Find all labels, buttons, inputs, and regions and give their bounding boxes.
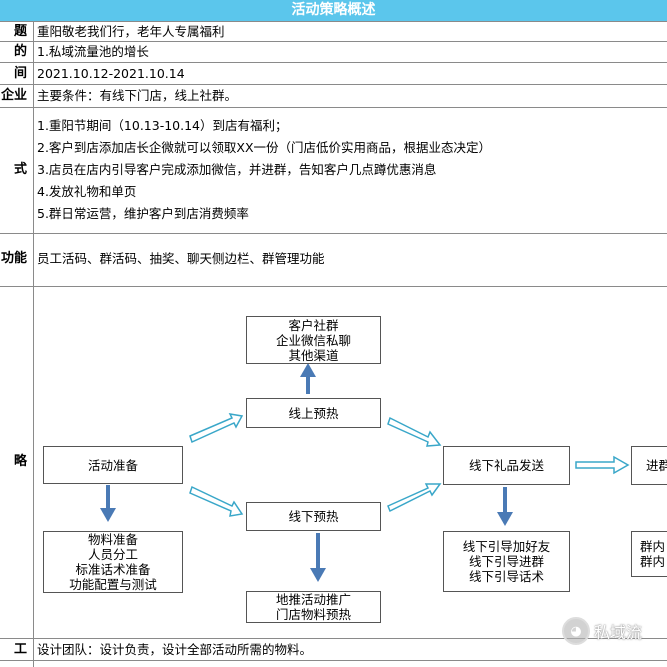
arrow-outline-icon (575, 455, 630, 475)
gift-delivery-box: 线下礼品发送 (443, 446, 570, 485)
customer-group-box: 客户社群 企业微信私聊 其他渠道 (246, 316, 381, 364)
group-ops-box: 群内 群内 (631, 531, 667, 577)
watermark-text: 私域流 (594, 623, 643, 642)
box-line: 物料准备 (87, 532, 138, 547)
row-label-method: 式 (13, 162, 27, 177)
box-line: 线下引导加好友 (462, 539, 551, 554)
box-line: 功能配置与测试 (69, 577, 157, 592)
box-line: 客户社群 (288, 317, 339, 333)
box-line: 人员分工 (87, 547, 138, 562)
offline-guide-box: 线下引导加好友 线下引导进群 线下引导话术 (443, 531, 570, 592)
offline-warmup-box: 线下预热 (246, 502, 381, 531)
staff-value: 设计团队：设计负责，设计全部活动所需的物料。 (37, 642, 313, 657)
arrow-outline-icon (387, 416, 442, 447)
method-line: 2.客户到店添加店长企微就可以领取XX一份（门店低价实用商品，根据业态决定） (37, 140, 492, 155)
prep-tasks-box: 物料准备 人员分工 标准话术准备 功能配置与测试 (43, 531, 183, 593)
theme-value: 重阳敬老我们行，老年人专属福利 (37, 24, 225, 39)
grid-line (0, 233, 667, 234)
method-line: 3.店员在店内引导客户完成添加微信，并进群，告知客户几点蹲优惠消息 (37, 162, 437, 177)
wechat-icon: ◕ (562, 617, 590, 645)
row-label-theme: 题 (13, 24, 27, 39)
arrow-outline-icon (189, 413, 244, 444)
grid-line (0, 286, 667, 287)
box-line: 其他渠道 (288, 347, 339, 363)
ground-promo-box: 地推活动推广 门店物料预热 (246, 591, 381, 623)
grid-line (0, 638, 667, 639)
arrow-outline-icon (387, 483, 442, 513)
box-line: 门店物料预热 (275, 607, 351, 622)
sheet-title: 活动策略概述 (0, 0, 667, 21)
online-warmup-box: 线上预热 (246, 398, 381, 428)
box-line: 线下引导进群 (468, 554, 544, 569)
row-label-time: 间 (13, 66, 27, 81)
watermark: ◕ 私域流 (562, 617, 667, 645)
method-line: 5.群日常运营，维护客户到店消费频率 (37, 206, 249, 221)
grid-line (0, 62, 667, 63)
box-line: 群内 (640, 554, 666, 569)
time-value: 2021.10.12-2021.10.14 (37, 66, 185, 81)
row-label-function: 功能 (0, 251, 27, 266)
row-label-goal: 的 (13, 44, 27, 59)
box-line: 标准话术准备 (75, 562, 151, 577)
box-line: 线下引导话术 (468, 569, 544, 584)
row-label-staff: 工 (13, 642, 27, 657)
grid-line (0, 41, 667, 42)
grid-line (0, 107, 667, 108)
arrow-outline-icon (189, 485, 244, 517)
grid-line (0, 21, 667, 22)
box-line: 地推活动推广 (275, 592, 351, 607)
grid-line (0, 660, 667, 661)
join-group-box: 进群 (631, 446, 667, 485)
enterprise-value: 主要条件：有线下门店，线上社群。 (37, 88, 238, 103)
row-label-flow: 略 (13, 454, 27, 469)
arrow-down-icon (100, 485, 116, 522)
function-value: 员工活码、群活码、抽奖、聊天侧边栏、群管理功能 (37, 251, 325, 266)
box-line: 企业微信私聊 (275, 332, 351, 348)
arrow-down-icon (497, 487, 513, 526)
method-line: 1.重阳节期间（10.13-10.14）到店有福利； (37, 118, 288, 133)
arrow-up-icon (300, 363, 316, 394)
grid-column-line (33, 21, 34, 667)
row-label-enterprise: 企业 (0, 88, 27, 103)
box-line: 群内 (640, 539, 666, 554)
activity-prep-box: 活动准备 (43, 446, 183, 484)
method-value: 1.重阳节期间（10.13-10.14）到店有福利； 2.客户到店添加店长企微就… (37, 115, 491, 225)
grid-line (0, 84, 667, 85)
method-line: 4.发放礼物和单页 (37, 184, 137, 199)
arrow-down-icon (310, 533, 326, 582)
goal-value: 1.私域流量池的增长 (37, 44, 149, 59)
